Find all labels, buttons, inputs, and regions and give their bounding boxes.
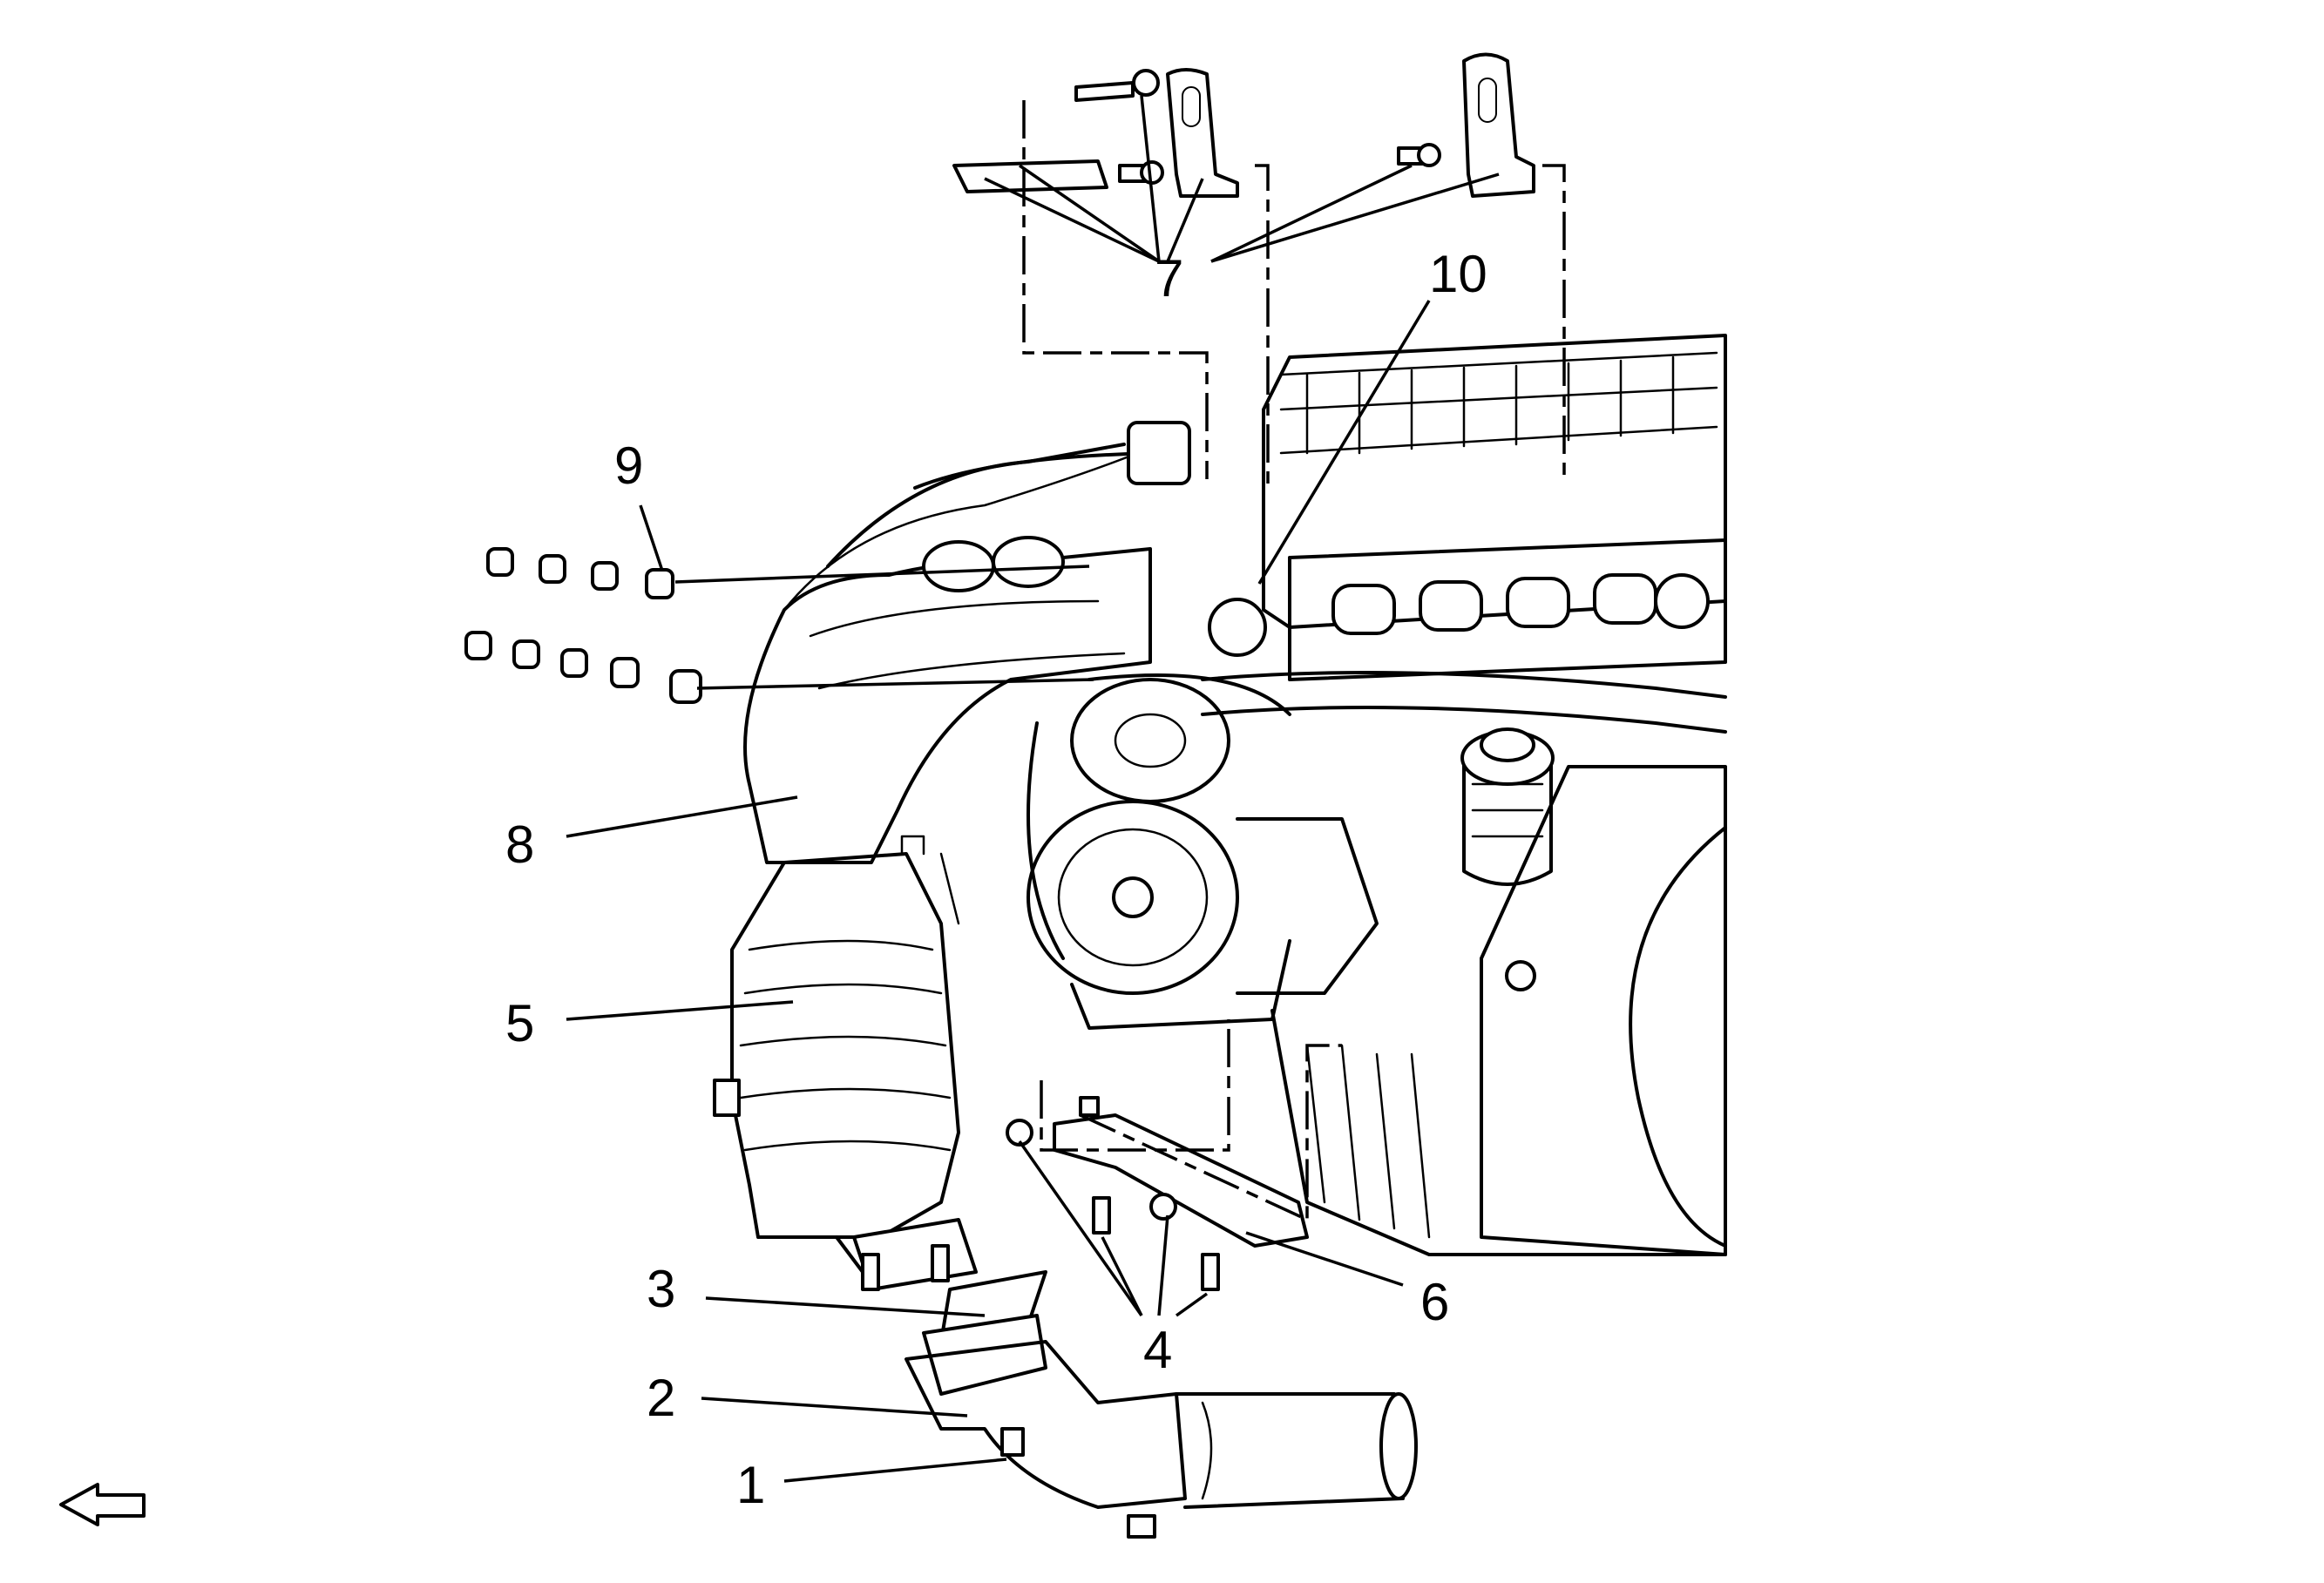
- bracket-bolts: [1006, 1119, 1220, 1291]
- leader-lines: [566, 95, 1500, 1483]
- callouts: 1 2 3 4 5 6 7 8 9 10: [505, 245, 1487, 1514]
- arrow-left-icon: [59, 1483, 146, 1526]
- upper-brackets: [952, 52, 1535, 198]
- callout-7: 7: [1155, 249, 1183, 308]
- flange-gasket: [852, 1218, 1047, 1396]
- converter-bracket: [1053, 1096, 1309, 1248]
- callout-8: 8: [505, 815, 534, 874]
- callout-6: 6: [1420, 1273, 1449, 1331]
- callout-3: 3: [647, 1260, 675, 1318]
- callout-10: 10: [1429, 245, 1487, 303]
- callout-5: 5: [505, 994, 534, 1052]
- callout-4: 4: [1143, 1321, 1172, 1379]
- catalytic-converter: [713, 835, 960, 1274]
- callout-2: 2: [647, 1369, 675, 1427]
- callout-9: 9: [614, 436, 643, 495]
- exhaust-manifold: [743, 443, 1187, 864]
- callout-1: 1: [736, 1456, 765, 1514]
- nut-row-lower: [464, 631, 702, 704]
- assembly-dash-lines: [1022, 100, 1566, 1222]
- engine-assembly: [1026, 334, 1727, 1256]
- oxygen-sensor: [826, 421, 1267, 657]
- manifold-nuts: [464, 547, 702, 704]
- front-pipe: [905, 1340, 1418, 1539]
- nut-row-upper: [486, 547, 674, 599]
